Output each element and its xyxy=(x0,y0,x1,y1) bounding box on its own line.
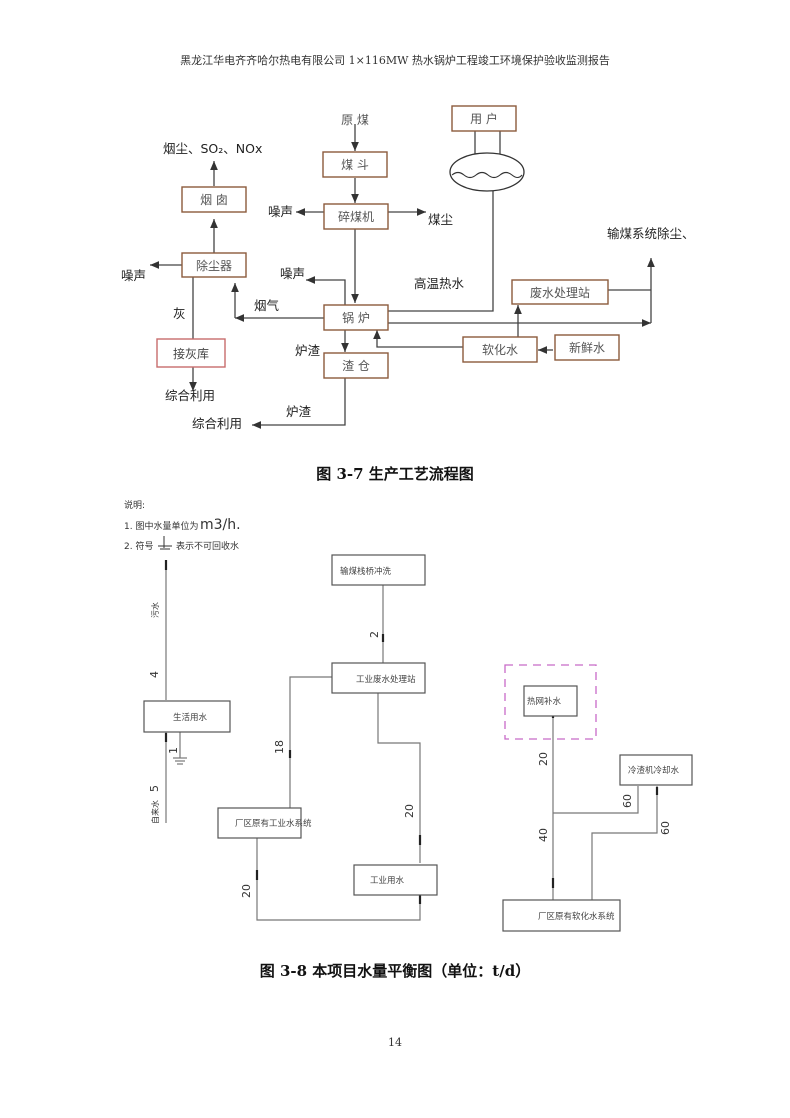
label-slag-bin: 渣 仓 xyxy=(342,359,370,373)
flow-station-use xyxy=(377,691,421,863)
label-coal-conveyor-dust: 输煤系统除尘、 xyxy=(607,226,695,241)
page-header: 黑龙江华电齐齐哈尔热电有限公司 1×116MW 热水锅炉工程竣工环境保护验收监测… xyxy=(180,54,610,67)
heat-network-boundary xyxy=(504,664,597,740)
figure-3-7-caption: 图 3-7 生产工艺流程图 xyxy=(316,465,474,483)
label-ash: 灰 xyxy=(173,306,186,321)
loss-symbol-icon xyxy=(158,536,172,550)
label-crusher: 碎煤机 xyxy=(338,209,374,224)
label-wastewater-station: 废水处理站 xyxy=(530,285,590,300)
label-domestic-out: 4 xyxy=(148,671,161,678)
box-crusher xyxy=(323,203,389,230)
flow-cooler-out xyxy=(553,786,639,814)
label-noise-boiler: 噪声 xyxy=(280,266,305,281)
label-tap-water: 自来水 xyxy=(150,800,160,824)
box-existing-industrial-water xyxy=(217,807,302,839)
flow-cooler-in xyxy=(591,786,658,900)
box-user xyxy=(451,105,517,132)
label-raw-coal: 原 煤 xyxy=(341,113,369,127)
flow-boiler-noise xyxy=(306,276,346,305)
heat-tank-icon xyxy=(449,152,525,192)
label-system-to-use: 20 xyxy=(240,884,253,898)
box-heat-network-makeup xyxy=(523,685,578,717)
label-cooler-out: 60 xyxy=(621,794,634,808)
label-boiler: 锅 炉 xyxy=(342,310,370,325)
flow-slag-reuse xyxy=(252,378,346,429)
box-fresh-water xyxy=(554,334,620,361)
label-makeup: 20 xyxy=(537,752,550,766)
label-softened-out: 40 xyxy=(537,828,550,842)
box-softened-water xyxy=(462,336,538,363)
box-wastewater-station xyxy=(511,279,609,305)
label-softened-water: 软化水 xyxy=(482,343,518,357)
label-heat-network-makeup: 热网补水 xyxy=(527,696,562,707)
label-flue-gas: 烟气 xyxy=(254,298,280,313)
label-slag-cooler-water: 冷渣机冷却水 xyxy=(628,765,680,776)
notes-title: 说明: xyxy=(124,499,145,511)
label-user: 用 户 xyxy=(470,111,498,126)
box-industrial-water xyxy=(353,864,438,896)
label-cooler-in: 60 xyxy=(659,821,672,835)
label-coal-dust: 煤尘 xyxy=(428,212,453,227)
water-wave-icon xyxy=(451,171,523,179)
label-slag-2: 炉渣 xyxy=(286,404,312,419)
label-ash-storage: 接灰库 xyxy=(173,346,209,361)
flow-soft-boiler xyxy=(373,330,463,348)
label-reuse-ash: 综合利用 xyxy=(165,388,215,403)
box-coal-hopper xyxy=(322,151,388,178)
box-dust-collector xyxy=(181,252,247,278)
label-dust-collector: 除尘器 xyxy=(196,258,232,273)
label-chimney: 烟 囱 xyxy=(200,193,228,207)
notes-line2-suffix: 表示不可回收水 xyxy=(176,540,239,552)
box-boiler xyxy=(323,304,389,331)
page-number: 14 xyxy=(388,1036,402,1049)
label-coal-hopper: 煤 斗 xyxy=(341,158,369,172)
process-flow-diagram: 原 煤 煤 斗 碎煤机 烟 囱 除尘器 接灰库 锅 炉 渣 仓 用 户 废水处理… xyxy=(121,105,695,431)
box-chimney xyxy=(181,186,247,213)
notes-line2-prefix: 2. 符号 xyxy=(124,540,153,552)
flow-station-industrial xyxy=(289,676,334,810)
label-domestic-in: 5 xyxy=(148,785,161,792)
box-slag-bin xyxy=(323,352,389,379)
box-industrial-wastewater-station xyxy=(331,662,426,694)
label-industrial-to-station: 18 xyxy=(273,740,286,754)
water-balance-diagram: 说明: 1. 图中水量单位为 m3/h. 2. 符号 表示不可回收水 xyxy=(124,499,693,932)
notes-line1-unit: m3/h. xyxy=(200,517,241,533)
box-slag-cooler-water xyxy=(619,754,693,786)
label-domestic-loss: 1 xyxy=(167,747,180,754)
label-reuse-slag: 综合利用 xyxy=(192,416,242,431)
box-coal-conveyor-flush xyxy=(331,554,426,586)
label-domestic-water: 生活用水 xyxy=(173,712,208,723)
notes-line1-prefix: 1. 图中水量单位为 xyxy=(124,520,198,532)
label-noise-crusher: 噪声 xyxy=(268,204,293,219)
figure-3-8-caption: 图 3-8 本项目水量平衡图（单位：t/d） xyxy=(259,962,531,980)
box-ash-storage xyxy=(156,338,226,368)
box-existing-softened-water xyxy=(502,899,621,932)
label-slag-1: 炉渣 xyxy=(295,343,321,358)
label-industrial-water: 工业用水 xyxy=(370,875,405,886)
label-existing-softened-water: 厂区原有软化水系统 xyxy=(538,911,615,922)
label-fresh-water: 新鲜水 xyxy=(569,340,605,355)
label-sewage: 污水 xyxy=(150,602,160,618)
label-existing-industrial-water: 厂区原有工业水系统 xyxy=(235,818,312,829)
label-hot-water: 高温热水 xyxy=(414,276,465,291)
label-emissions: 烟尘、SO₂、NOx xyxy=(163,141,262,156)
label-noise-collector: 噪声 xyxy=(121,268,146,283)
flow-hot-water xyxy=(388,163,497,312)
label-coal-conveyor-flush: 输煤栈桥冲洗 xyxy=(340,566,392,577)
box-domestic-water xyxy=(143,700,231,733)
label-industrial-wastewater-station: 工业废水处理站 xyxy=(356,674,416,685)
label-station-to-use: 20 xyxy=(403,804,416,818)
label-flush: 2 xyxy=(368,631,381,638)
